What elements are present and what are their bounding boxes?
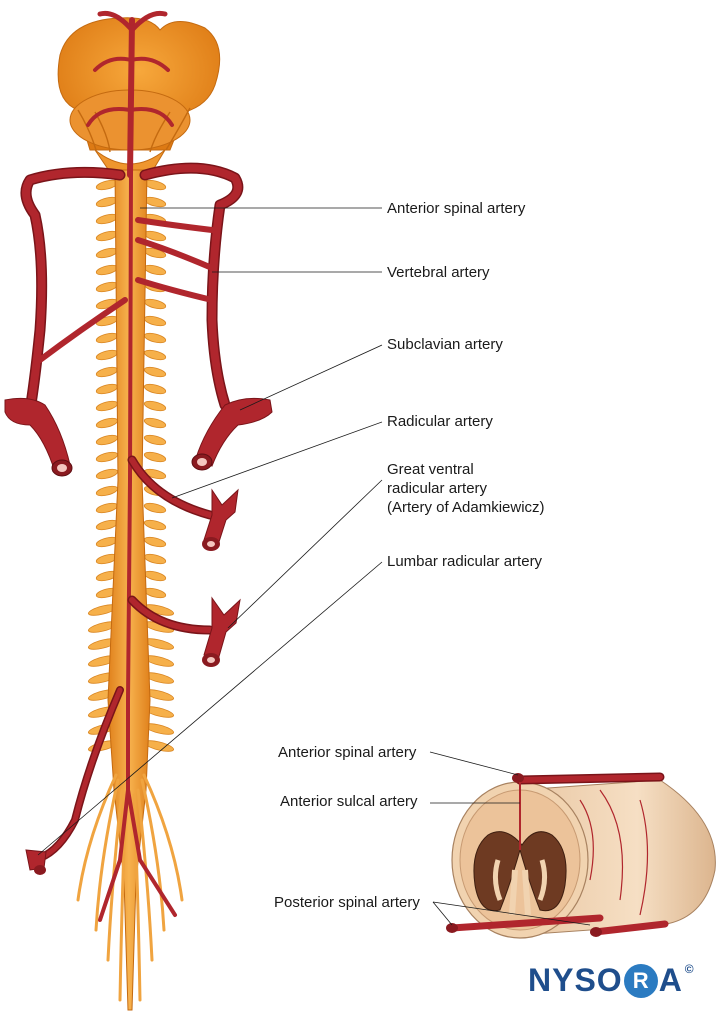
nerve-root — [143, 417, 167, 429]
label-cross-anterior-sulcal-artery: Anterior sulcal artery — [280, 793, 418, 810]
nerve-root — [95, 485, 119, 497]
nerve-root — [95, 281, 119, 293]
nerve-root — [95, 417, 119, 429]
nerve-root — [95, 451, 119, 463]
nerve-root — [95, 247, 119, 259]
label-cross-posterior-spinal-artery: Posterior spinal artery — [274, 894, 420, 911]
label-vertebral-artery: Vertebral artery — [387, 264, 490, 281]
nerve-root — [143, 349, 167, 361]
label-radicular-artery: Radicular artery — [387, 413, 493, 430]
label-anterior-spinal-artery: Anterior spinal artery — [387, 200, 526, 217]
nerve-root — [143, 434, 167, 446]
nerve-root — [95, 400, 119, 412]
nerve-root — [143, 383, 167, 395]
nerve-root — [143, 400, 167, 412]
leader-lines — [37, 207, 591, 926]
nerve-root — [143, 519, 167, 531]
arteries — [20, 10, 244, 922]
nerve-root — [143, 570, 167, 582]
nerve-root — [95, 332, 119, 344]
label-great-ventral-line1: Great ventral — [387, 461, 474, 478]
nerve-root — [143, 298, 167, 310]
nerve-root — [95, 519, 119, 531]
nysora-logo: NYSO R A © — [528, 962, 695, 999]
logo-ball-r: R — [623, 963, 658, 998]
nerve-root — [143, 536, 167, 548]
nerve-root — [143, 502, 167, 514]
nerve-root — [143, 587, 167, 599]
nerve-root — [95, 383, 119, 395]
cord-cross-section — [446, 772, 716, 939]
nerve-root — [95, 468, 119, 480]
nerve-root — [143, 332, 167, 344]
nerve-root — [95, 434, 119, 446]
label-subclavian-artery: Subclavian artery — [387, 336, 503, 353]
label-lumbar-radicular-artery: Lumbar radicular artery — [387, 553, 543, 570]
label-great-ventral-line3: (Artery of Adamkiewicz) — [387, 499, 545, 516]
nerve-root — [143, 553, 167, 565]
nerve-root — [143, 366, 167, 378]
nerve-root — [143, 451, 167, 463]
label-great-ventral-line2: radicular artery — [387, 480, 488, 497]
logo-text: NYSO — [528, 962, 623, 998]
label-cross-anterior-spinal-artery: Anterior spinal artery — [278, 744, 417, 761]
nerve-root — [95, 502, 119, 514]
nerve-root — [95, 366, 119, 378]
nerve-root — [143, 315, 167, 327]
logo-text-a: A — [658, 962, 683, 998]
nerve-root — [95, 264, 119, 276]
nerve-root — [143, 264, 167, 276]
nerve-root — [95, 349, 119, 361]
brainstem — [57, 17, 221, 176]
copyright-mark: © — [684, 961, 695, 976]
vessel-ends — [4, 397, 273, 875]
